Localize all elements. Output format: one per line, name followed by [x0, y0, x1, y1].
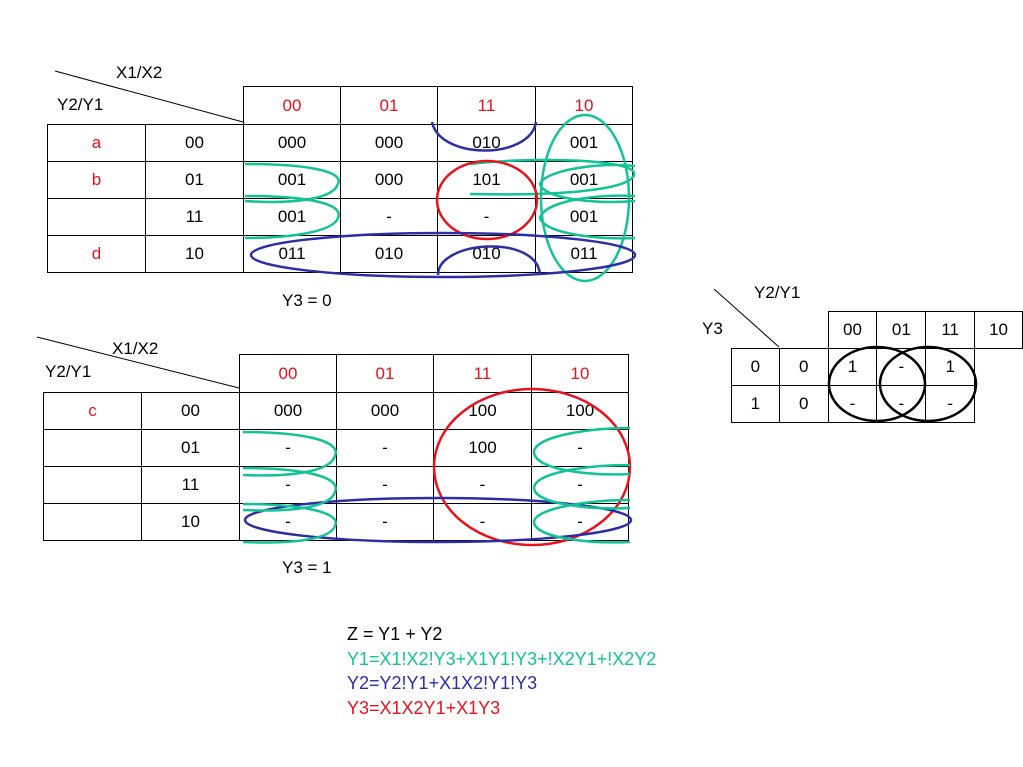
- map3-row-var-label: Y3: [702, 319, 723, 338]
- map1-row-code: 10: [145, 235, 244, 273]
- map1-state-label: a: [47, 124, 146, 162]
- map3-col-header: 11: [925, 311, 976, 349]
- map2-cell: -: [336, 503, 434, 541]
- map2-col-header: 01: [336, 354, 434, 393]
- map1-cell: 001: [243, 198, 341, 236]
- map3-spacer: [975, 386, 1023, 423]
- map2-cell: -: [531, 466, 629, 504]
- map3-cell: 1: [925, 348, 976, 386]
- map2-cell: -: [239, 503, 337, 541]
- map3-cell: -: [876, 348, 927, 386]
- map1-cell: 011: [535, 235, 633, 273]
- map3-col-header: 00: [827, 311, 878, 349]
- map1-col-var-label: X1/X2: [116, 63, 163, 82]
- map2-cell: 100: [433, 429, 532, 467]
- map2-caption: Y3 = 1: [282, 558, 332, 577]
- map2-cell: 100: [433, 392, 532, 430]
- map1-cell: 010: [437, 235, 536, 273]
- map1-cell: 001: [535, 198, 633, 236]
- map2-cell: -: [433, 466, 532, 504]
- map2-row-code: 10: [141, 503, 240, 541]
- map3-col-header: 10: [974, 311, 1023, 349]
- map1-cell: 000: [340, 124, 438, 162]
- map2-row-code: 11: [141, 466, 240, 504]
- map3-col-header: 01: [876, 311, 927, 349]
- map1-cell: 000: [243, 124, 341, 162]
- map2-row-code: 01: [141, 429, 240, 467]
- map1-col-header: 01: [340, 86, 438, 125]
- map2-cell: -: [336, 466, 434, 504]
- map1-state-label: [47, 198, 146, 236]
- map2-state-label: c: [43, 392, 142, 430]
- map2-cell: -: [531, 503, 629, 541]
- map1-row-code: 00: [145, 124, 244, 162]
- map2-cell: -: [531, 429, 629, 467]
- map1-col-header: 11: [437, 86, 536, 125]
- map1-cell: 001: [243, 161, 341, 199]
- map2-kmap-table: 00 01 11 10 c 00 000 000 100 100 01 - - …: [43, 354, 629, 541]
- map3-kmap-table: 00 01 11 10 0 0 1 - 1 1 0 - - -: [731, 311, 1023, 423]
- map2-cell: 100: [531, 392, 629, 430]
- map2-cell: -: [336, 429, 434, 467]
- map1-cell: 101: [437, 161, 536, 199]
- map1-row-code: 11: [145, 198, 244, 236]
- map1-cell: 001: [535, 124, 633, 162]
- map3-cell: -: [925, 385, 976, 423]
- map2-cell: -: [433, 503, 532, 541]
- map2-cell: 000: [239, 392, 337, 430]
- map2-state-label: [43, 429, 142, 467]
- map3-cell: -: [876, 385, 927, 423]
- map1-corner: [48, 87, 146, 125]
- map1-corner: [146, 87, 244, 125]
- map2-state-label: [43, 466, 142, 504]
- map1-row-code: 01: [145, 161, 244, 199]
- map1-cell: -: [437, 198, 536, 236]
- equation-y3: Y3=X1X2Y1+X1Y3: [347, 697, 501, 718]
- map3-cell: -: [827, 385, 878, 423]
- map1-kmap-table: 00 01 11 10 a 00 000 000 010 001 b 01 00…: [47, 86, 633, 273]
- map2-col-header: 00: [239, 354, 337, 393]
- map3-row-code: 0: [731, 348, 780, 386]
- map1-col-header: 00: [243, 86, 341, 125]
- map2-col-header: 11: [433, 354, 532, 393]
- map2-corner: [44, 355, 142, 393]
- map2-cell: -: [239, 429, 337, 467]
- map2-state-label: [43, 503, 142, 541]
- map3-cell: 1: [827, 348, 878, 386]
- map1-state-label: b: [47, 161, 146, 199]
- map1-caption: Y3 = 0: [282, 291, 332, 310]
- map1-cell: 001: [535, 161, 633, 199]
- equation-y2: Y2=Y2!Y1+X1X2!Y1!Y3: [347, 673, 538, 693]
- map1-cell: 011: [243, 235, 341, 273]
- map1-cell: 010: [340, 235, 438, 273]
- map1-col-header: 10: [535, 86, 633, 125]
- map1-cell: 010: [437, 124, 536, 162]
- map1-cell: 000: [340, 161, 438, 199]
- map2-corner: [142, 355, 240, 393]
- equation-z: Z = Y1 + Y2: [347, 624, 443, 644]
- equations-block: Z = Y1 + Y2 Y1=X1!X2!Y3+X1Y1!Y3+!X2Y1+!X…: [347, 622, 656, 720]
- map2-col-header: 10: [531, 354, 629, 393]
- map3-cell: 0: [778, 348, 829, 386]
- equation-y1: Y1=X1!X2!Y3+X1Y1!Y3+!X2Y1+!X2Y2: [347, 648, 657, 669]
- map3-corner: [732, 312, 780, 349]
- map3-cell: 0: [778, 385, 829, 423]
- map3-spacer: [975, 349, 1023, 386]
- map2-cell: -: [239, 466, 337, 504]
- map3-row-code: 1: [731, 385, 780, 423]
- map3-col-var-label: Y2/Y1: [754, 283, 801, 302]
- map2-cell: 000: [336, 392, 434, 430]
- map2-row-code: 00: [141, 392, 240, 430]
- map3-corner: [779, 312, 828, 349]
- map1-cell: -: [340, 198, 438, 236]
- map1-state-label: d: [47, 235, 146, 273]
